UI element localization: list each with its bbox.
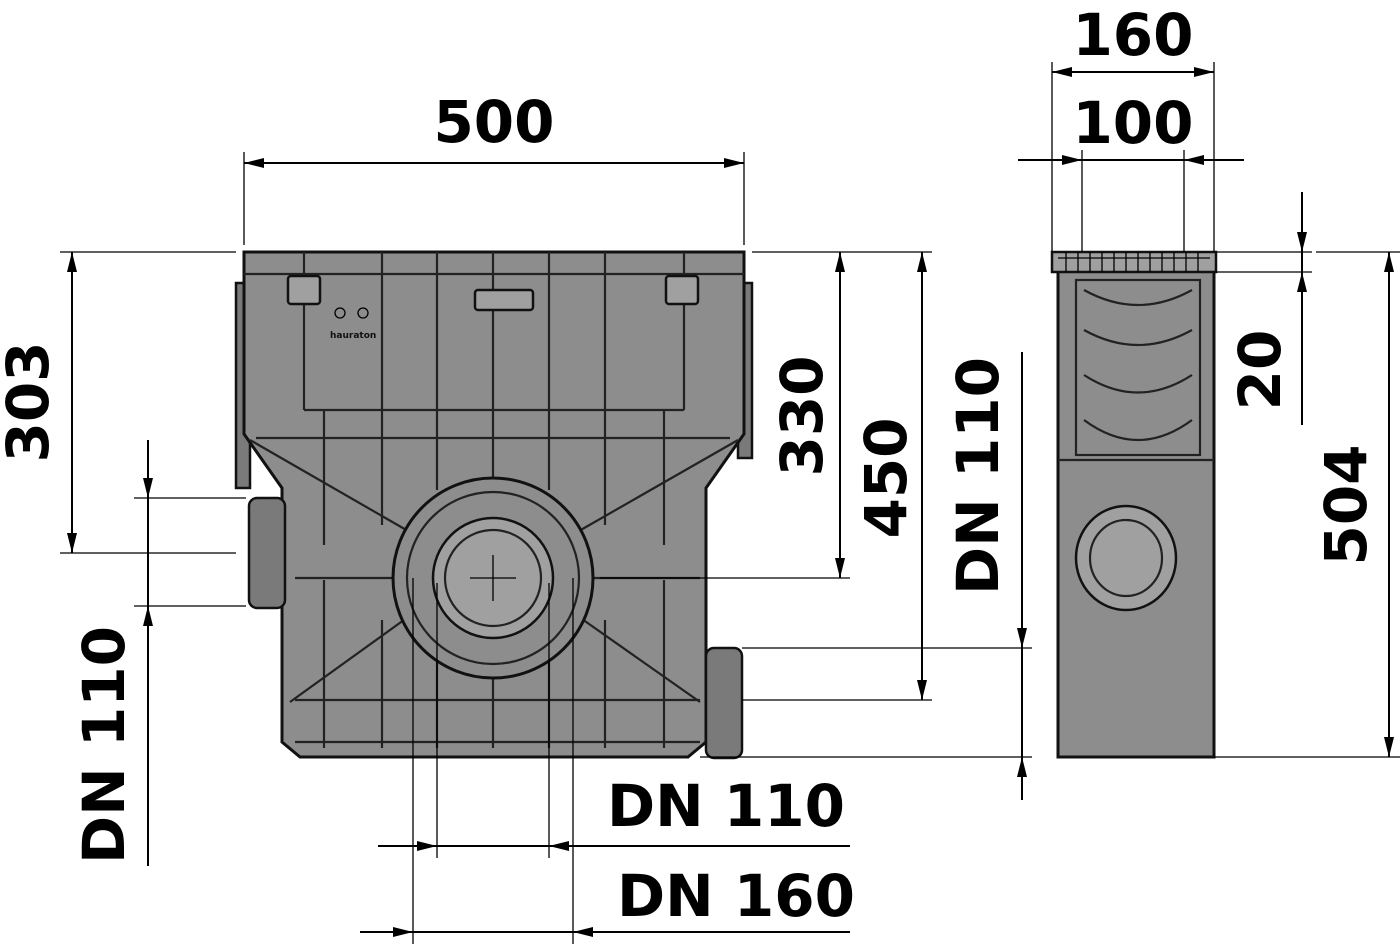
dim-dn110-left-label: DN 110 xyxy=(70,626,138,864)
dimension-160 xyxy=(1051,62,1215,252)
dim-dn160-bottom-label: DN 160 xyxy=(617,862,855,930)
dim-504-label: 504 xyxy=(1312,444,1380,565)
dimension-dn110-right xyxy=(700,352,1032,800)
dim-500-label: 500 xyxy=(433,88,554,156)
dimension-100 xyxy=(1018,150,1244,252)
dim-160-label: 160 xyxy=(1072,1,1193,69)
brand-text: hauraton xyxy=(330,331,376,341)
dimension-dn110-left xyxy=(134,440,246,866)
dim-dn110-bottom-label: DN 110 xyxy=(607,772,845,840)
dim-20-label: 20 xyxy=(1226,330,1294,411)
front-view-channel-body xyxy=(234,250,754,760)
dim-100-label: 100 xyxy=(1072,89,1193,157)
dimension-20 xyxy=(1216,192,1312,425)
dimension-dn110-bottom xyxy=(378,583,850,858)
dim-330-label: 330 xyxy=(768,355,836,476)
dim-dn110-right-label: DN 110 xyxy=(944,357,1012,595)
dim-450-label: 450 xyxy=(852,417,920,538)
dimension-500 xyxy=(243,152,745,245)
dimension-504 xyxy=(1214,251,1400,758)
dimension-450 xyxy=(742,251,932,701)
dimension-dn160-bottom xyxy=(360,578,850,944)
dim-303-label: 303 xyxy=(0,341,62,462)
dimension-330 xyxy=(600,251,850,579)
side-view-channel-body xyxy=(1050,250,1218,759)
